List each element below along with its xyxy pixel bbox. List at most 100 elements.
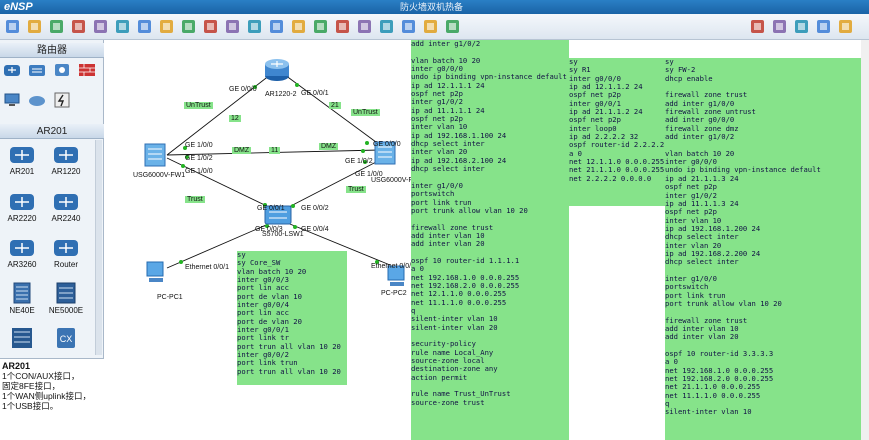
- router-icon: [9, 190, 35, 212]
- topology-canvas[interactable]: AR1220-2 USG6000V-FW1 USG6000V-FW2 S5700…: [105, 40, 869, 440]
- stop-icon[interactable]: [378, 18, 395, 35]
- chassis-router-icon: [53, 282, 79, 304]
- hand-icon[interactable]: [180, 18, 197, 35]
- description-line: 1个USB接口。: [2, 401, 59, 411]
- device-ar2220[interactable]: AR2220: [2, 190, 42, 223]
- node-label: S5700-LSW1: [262, 231, 304, 238]
- palette-icon[interactable]: [268, 18, 285, 35]
- device-label: AR3260: [7, 260, 37, 269]
- config-note-core-sw[interactable]: sy sy Core_SW vlan batch 10 20 inter g0/…: [237, 251, 347, 385]
- text-icon[interactable]: [246, 18, 263, 35]
- terminal-icon[interactable]: [444, 18, 461, 35]
- window-min-icon[interactable]: [749, 18, 766, 35]
- canvas-scrollbar[interactable]: [861, 40, 869, 440]
- device-ne-9000[interactable]: [2, 327, 42, 351]
- device-ne5000e[interactable]: NE5000E: [46, 282, 86, 315]
- device-label: AR2220: [7, 214, 37, 223]
- description-title: AR201: [2, 361, 31, 371]
- link-number: 11: [269, 147, 281, 154]
- firewall-icon[interactable]: [144, 143, 166, 167]
- port-label: GE 1/0/0: [355, 171, 383, 178]
- device-ar3260[interactable]: AR3260: [2, 236, 42, 269]
- firewall-icon[interactable]: [374, 141, 396, 165]
- zone-label: Trust: [185, 196, 205, 203]
- device-list-header: AR201: [0, 124, 104, 139]
- port-label: GE 0/0/3: [255, 226, 283, 233]
- node-label: AR1220-2: [265, 91, 297, 98]
- save-icon[interactable]: [48, 18, 65, 35]
- connection-category-icon[interactable]: [52, 92, 72, 108]
- window-title: 防火墙双机热备: [400, 2, 464, 12]
- device-ar2240[interactable]: AR2240: [46, 190, 86, 223]
- router-icon[interactable]: [265, 59, 289, 81]
- pc-category-icon[interactable]: [2, 92, 22, 108]
- device-ne40e[interactable]: NE40E: [2, 282, 42, 315]
- pc-icon[interactable]: [146, 261, 164, 282]
- chassis-router-icon: [9, 327, 35, 349]
- select-icon[interactable]: [158, 18, 175, 35]
- window-close-icon[interactable]: [793, 18, 810, 35]
- port-label: GE 1/0/0: [185, 142, 213, 149]
- port-label: GE 1/0/2: [345, 158, 373, 165]
- save-as-icon[interactable]: [70, 18, 87, 35]
- switch-icon[interactable]: [264, 205, 292, 225]
- capture-icon[interactable]: [400, 18, 417, 35]
- description-line: 1个CON/AUX接口，: [2, 371, 80, 381]
- config-note-fw1[interactable]: add inter g1/0/2 vlan batch 10 20 inter …: [411, 40, 569, 440]
- zone-label: UnTrust: [184, 102, 213, 109]
- open-icon[interactable]: [26, 18, 43, 35]
- zone-label: Trust: [346, 186, 366, 193]
- zoom-out-icon[interactable]: [312, 18, 329, 35]
- topo-icon[interactable]: [422, 18, 439, 35]
- link-number: 21: [329, 102, 341, 109]
- topology-links: [144, 59, 405, 286]
- device-panel: 路由器 AR201 AR201 AR1220 AR2220 AR2240 AR3…: [0, 40, 104, 440]
- fit-icon[interactable]: [334, 18, 351, 35]
- device-description: AR201 1个CON/AUX接口， 固定8FE接口， 1个WAN侧uplink…: [0, 358, 104, 440]
- device-list-scrollbar[interactable]: [95, 140, 102, 355]
- help-icon[interactable]: [815, 18, 832, 35]
- print-icon[interactable]: [92, 18, 109, 35]
- device-label: AR201: [9, 167, 35, 176]
- zoom-in-icon[interactable]: [290, 18, 307, 35]
- switch-category-icon[interactable]: [27, 62, 47, 78]
- port-label: Ethernet 0/0/1: [185, 264, 229, 271]
- new-icon[interactable]: [4, 18, 21, 35]
- device-label: AR1220: [51, 167, 81, 176]
- delete-icon[interactable]: [202, 18, 219, 35]
- router-icon: [9, 143, 35, 165]
- device-ar201[interactable]: AR201: [2, 143, 42, 176]
- window-restore-icon[interactable]: [771, 18, 788, 35]
- port-label: GE 0/0/0: [373, 141, 401, 148]
- device-label: NE5000E: [48, 306, 84, 315]
- config-note-r1[interactable]: sy sy R1 inter g0/0/0 ip ad 12.1.1.2 24 …: [569, 58, 665, 206]
- delete-link-icon[interactable]: [224, 18, 241, 35]
- device-cx[interactable]: CX: [46, 327, 86, 351]
- firewall-category-icon[interactable]: [77, 62, 97, 78]
- router-icon: [9, 236, 35, 258]
- device-router[interactable]: Router: [46, 236, 86, 269]
- undo-icon[interactable]: [114, 18, 131, 35]
- port-label: GE 0/0/1: [301, 90, 329, 97]
- node-label: USG6000V-FW2: [371, 177, 424, 184]
- router-icon: [53, 143, 79, 165]
- title-bar: eNSP 防火墙双机热备: [0, 0, 869, 14]
- router-category-icon[interactable]: [2, 62, 22, 78]
- port-label: GE 0/0/0: [229, 86, 257, 93]
- router-icon: [53, 190, 79, 212]
- redo-icon[interactable]: [136, 18, 153, 35]
- device-ar1220[interactable]: AR1220: [46, 143, 86, 176]
- port-label: GE 1/0/0: [185, 168, 213, 175]
- zone-label: DMZ: [319, 143, 339, 150]
- wlan-category-icon[interactable]: [52, 62, 72, 78]
- pc-icon[interactable]: [387, 265, 405, 286]
- chassis-router-icon: [9, 282, 35, 304]
- config-note-fw2[interactable]: sy sy FW-2 dhcp enable firewall zone tru…: [665, 58, 861, 440]
- routers-header[interactable]: 路由器: [0, 43, 104, 58]
- cloud-category-icon[interactable]: [27, 92, 47, 108]
- huawei-logo-icon[interactable]: [837, 18, 854, 35]
- start-icon[interactable]: [356, 18, 373, 35]
- device-label: AR2240: [51, 214, 81, 223]
- port-label: Ethernet 0/0/1: [371, 263, 415, 270]
- port-label: GE 1/0/2: [185, 155, 213, 162]
